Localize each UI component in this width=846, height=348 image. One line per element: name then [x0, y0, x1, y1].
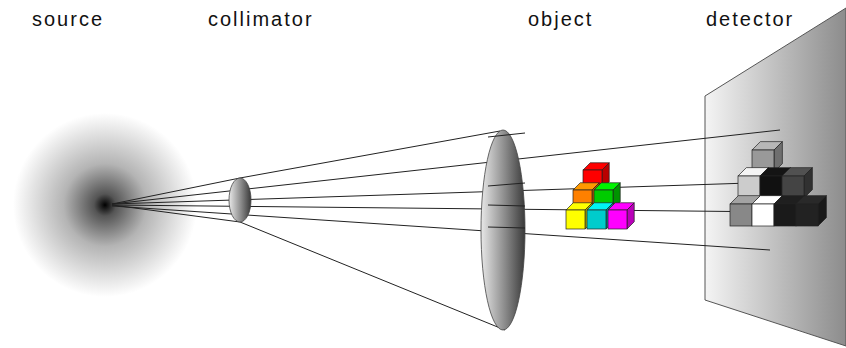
- ray-line: [488, 133, 525, 137]
- part-label: source: [32, 8, 104, 30]
- detector-image-block: [796, 196, 826, 226]
- detector-panel: [705, 8, 846, 346]
- beam-cross-section: [481, 130, 525, 330]
- detector-image-block: [782, 168, 812, 198]
- ray-line: [112, 205, 780, 212]
- part-label: collimator: [208, 8, 314, 30]
- part-label: detector: [706, 8, 794, 30]
- ray-line: [112, 130, 780, 204]
- ray-line: [488, 183, 525, 186]
- part-label: object: [528, 8, 593, 30]
- ray-line: [112, 206, 770, 250]
- radiation-source: [13, 113, 197, 297]
- object-cube: [608, 203, 634, 229]
- ray-line: [488, 227, 525, 228]
- ray-line: [112, 205, 505, 330]
- collimator-aperture: [229, 178, 251, 222]
- ray-line: [112, 182, 780, 204]
- ray-line: [488, 205, 525, 206]
